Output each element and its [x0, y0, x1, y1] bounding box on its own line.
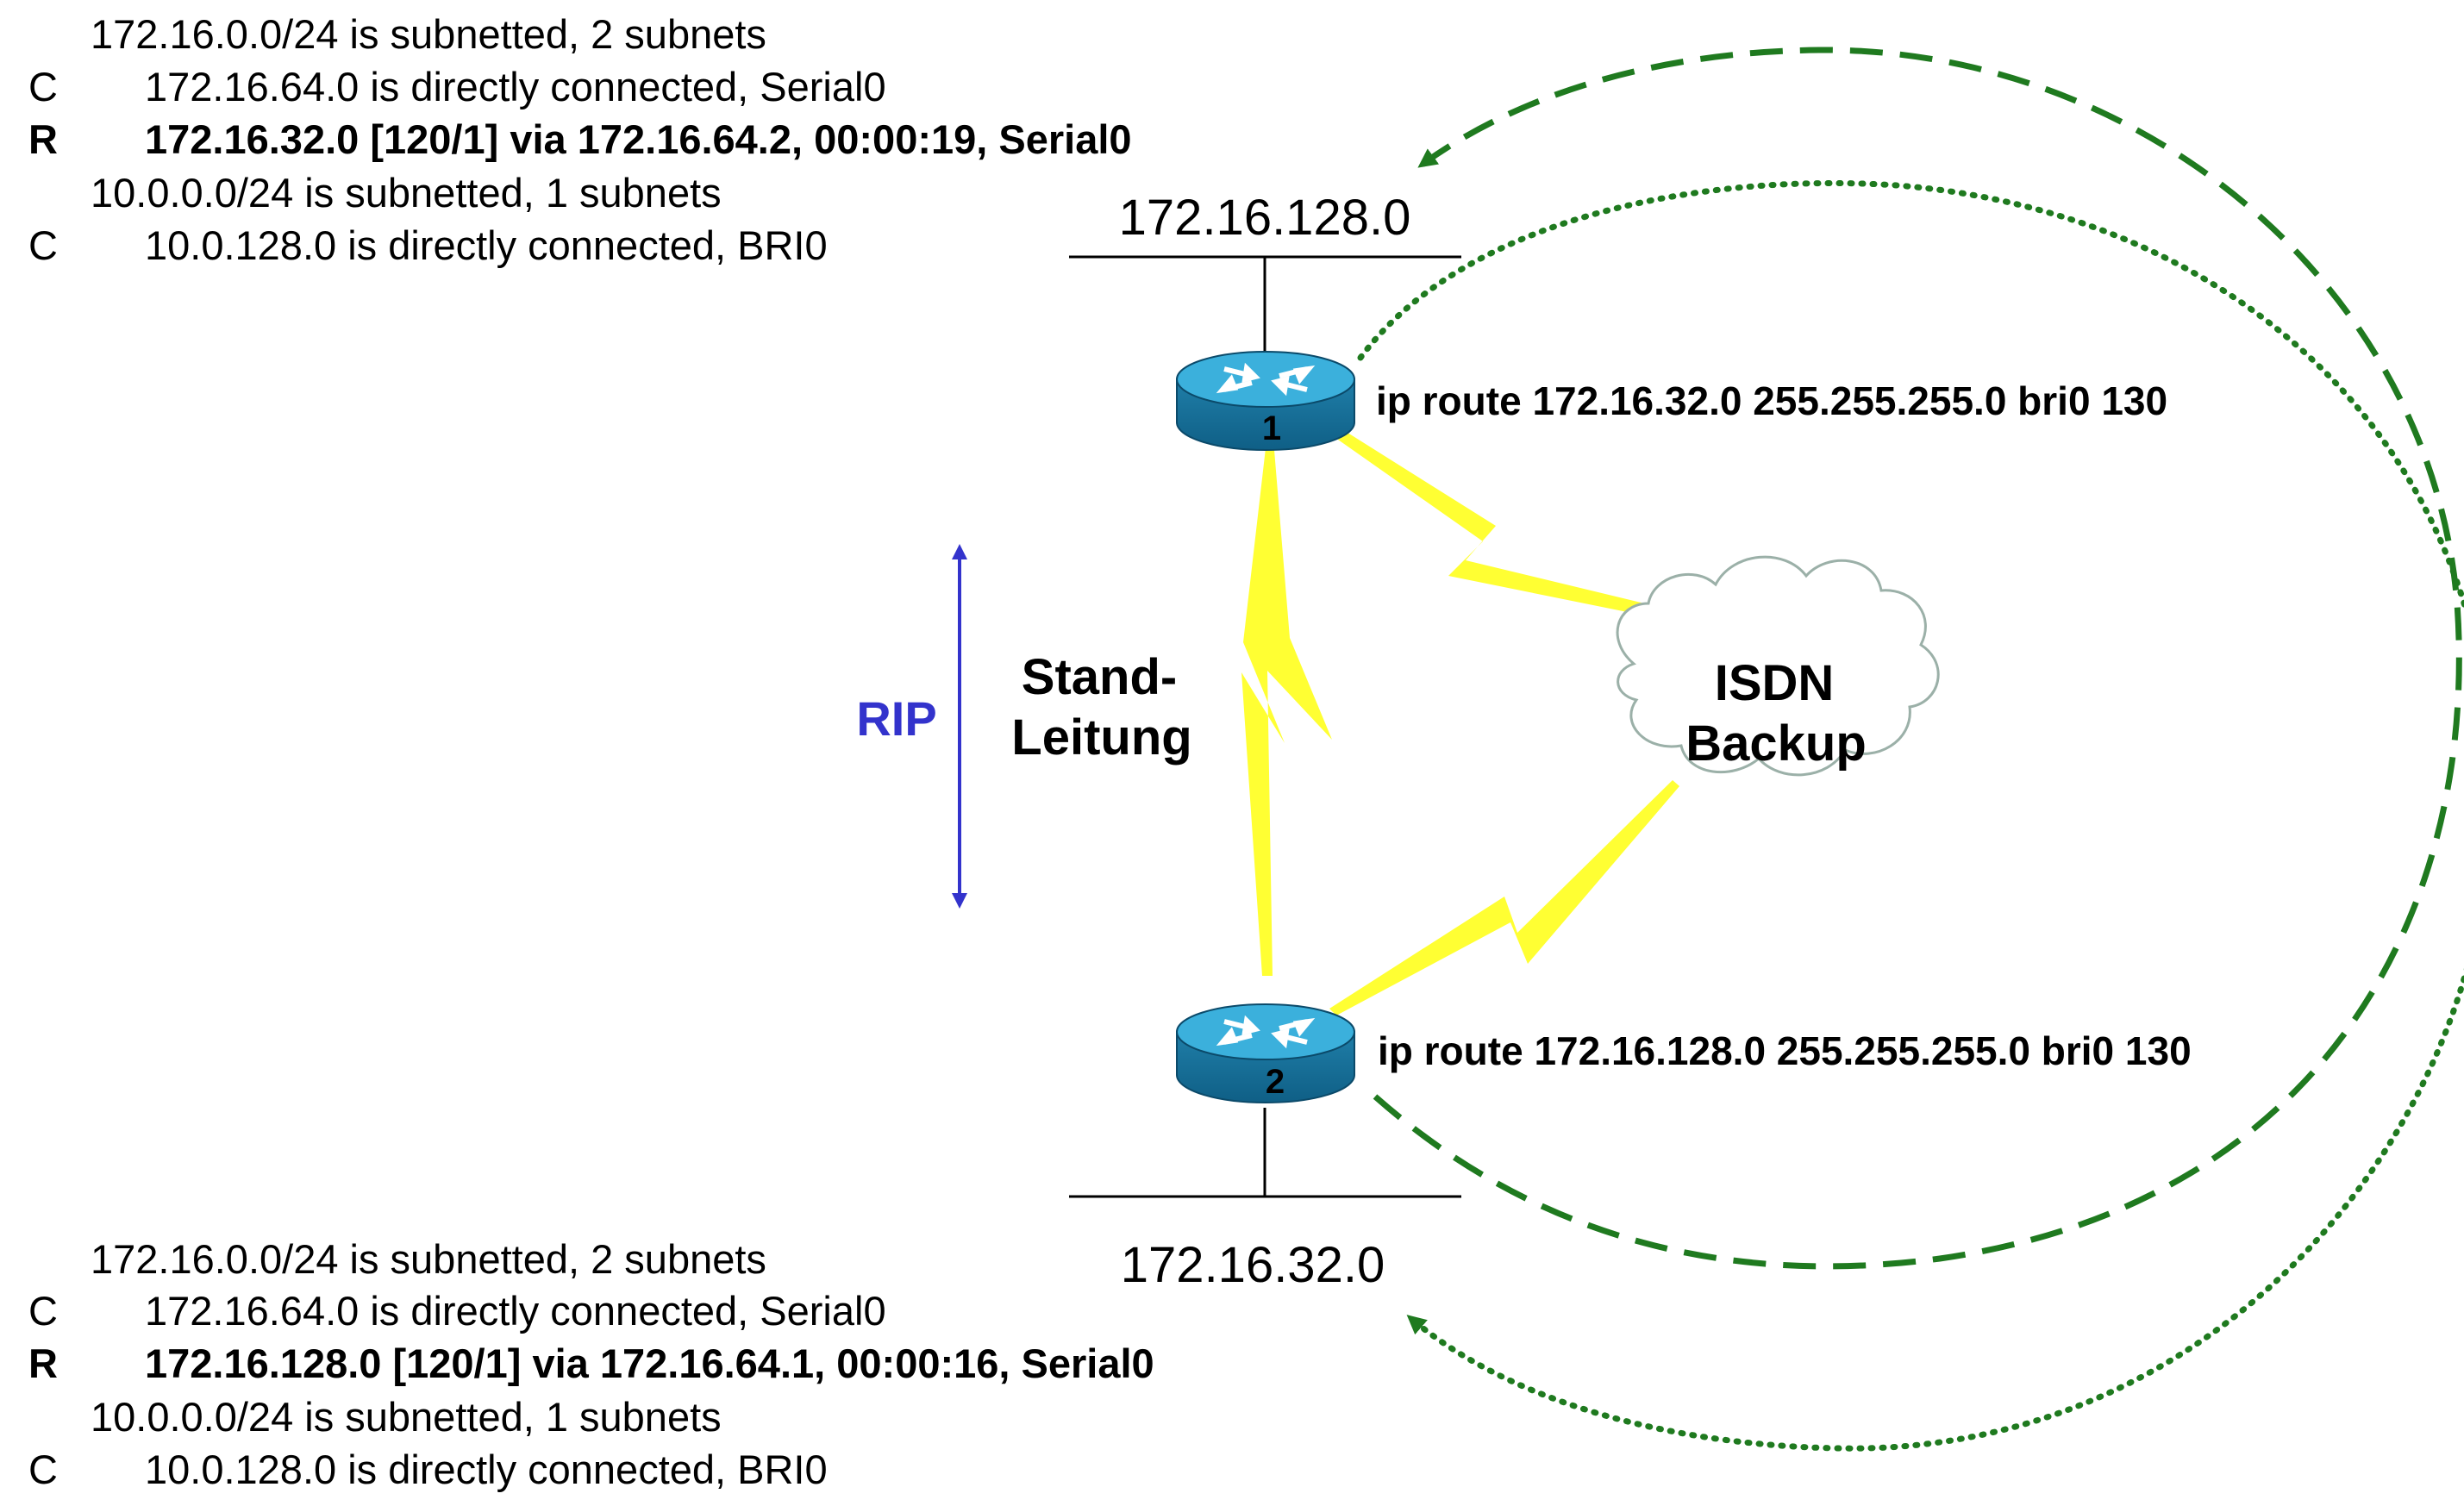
rt-top-row-3-text: 172.16.32.0 [120/1] via 172.16.64.2, 00:… [145, 116, 1132, 162]
isdn-cloud: ISDN Backup [1616, 555, 1940, 777]
routing-table-top: 172.16.0.0/24 is subnetted, 2 subnets C … [28, 11, 1132, 268]
network-top: 172.16.128.0 [1069, 190, 1461, 358]
standleitung-line1: Stand- [1022, 649, 1177, 705]
rip-indicator: RIP [856, 544, 967, 909]
rt-bottom-row-5-text: 10.0.128.0 is directly connected, BRI0 [145, 1447, 828, 1492]
rip-label: RIP [856, 691, 936, 746]
isdn-line2: Backup [1685, 716, 1867, 772]
rt-top-row-5-text: 10.0.128.0 is directly connected, BRI0 [145, 222, 828, 268]
router-1-route-cmd: ip route 172.16.32.0 255.255.255.0 bri0 … [1376, 378, 2167, 423]
rt-bottom-row-1-text: 172.16.0.0/24 is subnetted, 2 subnets [91, 1236, 766, 1282]
rt-top-row-2-text: 172.16.64.0 is directly connected, Seria… [145, 64, 886, 109]
serial-link-bolt [1241, 448, 1332, 976]
rt-top-row-3-code: R [28, 116, 58, 162]
routing-table-bottom: 172.16.0.0/24 is subnetted, 2 subnets C … [28, 1236, 1154, 1492]
standleitung-bolt [1241, 448, 1332, 976]
rt-bottom-row-5-code: C [28, 1447, 58, 1492]
router-1-number: 1 [1262, 409, 1281, 447]
rt-top-row-2-code: C [28, 64, 58, 109]
isdn-bolt-router2 [1329, 780, 1679, 1015]
router-1[interactable]: 1 [1176, 351, 1355, 451]
network-top-label: 172.16.128.0 [1119, 190, 1411, 246]
standleitung-line2: Leitung [1011, 709, 1191, 765]
isdn-link-bolt-2 [1329, 780, 1679, 1015]
isdn-line1: ISDN [1715, 655, 1835, 711]
backup-route-dashed-arrow [1373, 47, 2462, 1270]
rt-top-row-4-text: 10.0.0.0/24 is subnetted, 1 subnets [91, 170, 722, 216]
cloud-icon [1616, 555, 1940, 777]
router-2-number: 2 [1266, 1063, 1285, 1101]
rt-bottom-row-4-text: 10.0.0.0/24 is subnetted, 1 subnets [91, 1394, 722, 1440]
rt-bottom-row-2-code: C [28, 1288, 58, 1334]
rt-bottom-row-3-text: 172.16.128.0 [120/1] via 172.16.64.1, 00… [145, 1340, 1154, 1386]
rt-top-row-1-text: 172.16.0.0/24 is subnetted, 2 subnets [91, 11, 766, 57]
router-icon [1176, 351, 1355, 451]
rt-top-row-5-code: C [28, 222, 58, 268]
backup-route-dotted-arrow [1357, 179, 2464, 1452]
standleitung-label: Stand- Leitung [1011, 649, 1191, 765]
network-bottom-label: 172.16.32.0 [1121, 1237, 1385, 1293]
router-2[interactable]: 2 [1176, 1003, 1355, 1103]
router-icon [1176, 1003, 1355, 1103]
router-2-route-cmd: ip route 172.16.128.0 255.255.255.0 bri0… [1378, 1028, 2192, 1073]
rt-bottom-row-3-code: R [28, 1340, 58, 1386]
network-bottom: 172.16.32.0 [1069, 1108, 1461, 1293]
rt-bottom-row-2-text: 172.16.64.0 is directly connected, Seria… [145, 1288, 886, 1334]
